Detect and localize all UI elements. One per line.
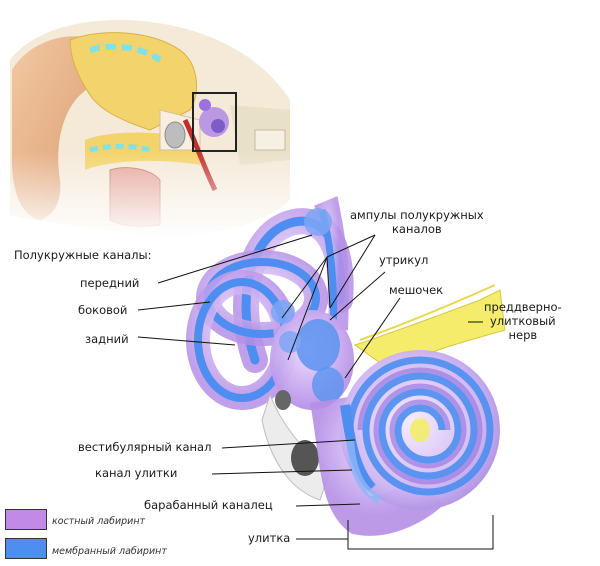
legend-text-membranous: мембранный лабиринт: [52, 546, 167, 557]
semicircular-canals-heading: Полукружные каналы:: [14, 248, 152, 262]
legend-swatch-bony: [5, 509, 47, 530]
label-nerve-line1: преддверно-: [484, 300, 562, 314]
label-nerve-line2: улитковый: [490, 314, 556, 328]
label-posterior-canal: задний: [85, 332, 129, 346]
legend-text-bony: костный лабиринт: [52, 516, 146, 527]
label-saccule: мешочек: [389, 283, 444, 297]
label-scala-vestibuli: вестибулярный канал: [78, 440, 212, 454]
label-cochlear-duct: канал улитки: [95, 466, 178, 480]
label-cochlea: улитка: [248, 531, 291, 545]
label-nerve-line3: нерв: [508, 328, 538, 342]
label-lateral-canal: боковой: [78, 303, 128, 317]
label-scala-tympani: барабанный каналец: [144, 498, 273, 512]
label-nerve: преддверно- улитковый нерв: [484, 300, 562, 342]
windows: [261, 390, 331, 501]
label-utricle: утрикул: [379, 253, 429, 267]
legend-swatch-membranous: [5, 538, 47, 559]
label-anterior-canal: передний: [80, 276, 140, 290]
label-ampullae: ампулы полукружных каналов: [350, 208, 484, 236]
label-ampullae-line2: каналов: [391, 222, 442, 236]
ear-overview: [0, 20, 300, 240]
cochlea-spiral: [310, 350, 500, 536]
label-ampullae-line1: ампулы полукружных: [350, 208, 484, 222]
leader-lines: [137, 234, 494, 550]
